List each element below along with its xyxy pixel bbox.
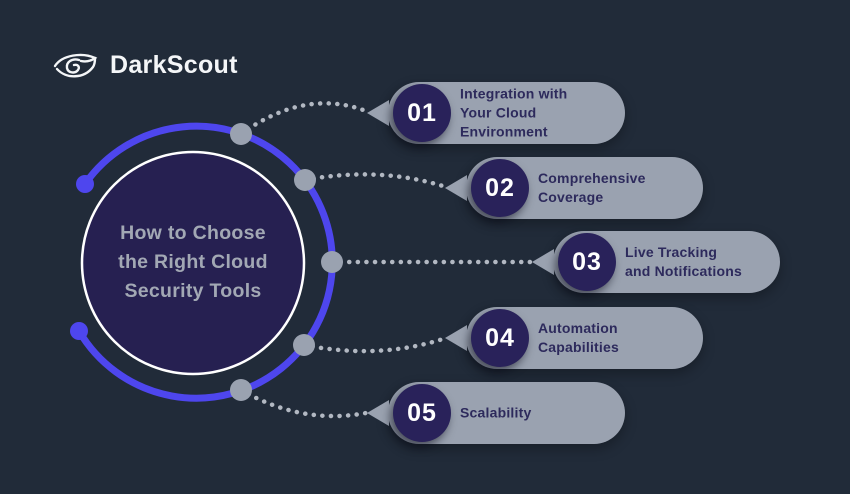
node-dot-5 — [230, 379, 252, 401]
step-label: Live Tracking and Notifications — [625, 244, 742, 279]
pill-tail — [532, 249, 554, 275]
step-number-badge: 02 — [471, 159, 529, 217]
step-pill-1: 01 Integration with Your Cloud Environme… — [367, 82, 625, 144]
connector-4 — [301, 335, 449, 354]
connector-2 — [302, 172, 449, 190]
pill-tail — [445, 175, 467, 201]
step-label: Integration with Your Cloud Environment — [460, 85, 568, 140]
eye-logo-icon — [53, 53, 98, 78]
pill-tail — [367, 400, 389, 426]
node-dot-3 — [321, 251, 343, 273]
node-dot-2 — [294, 169, 316, 191]
step-number-badge: 03 — [558, 233, 616, 291]
logo-text: DarkScout — [110, 50, 238, 79]
logo: DarkScout — [52, 48, 238, 82]
center-circle — [80, 150, 306, 376]
step-pill-2: 02 Comprehensive Coverage — [445, 157, 703, 219]
step-number-badge: 01 — [393, 84, 451, 142]
arc-nodes — [230, 123, 343, 401]
step-label: Scalability — [460, 404, 532, 421]
arc-endpoint-top — [76, 175, 94, 193]
step-label: Automation Capabilities — [538, 320, 619, 355]
step-pill-3: 03 Live Tracking and Notifications — [532, 231, 780, 293]
node-dot-1 — [230, 123, 252, 145]
step-pill-5: 05 Scalability — [367, 382, 625, 444]
center-title: How to Choose the Right Cloud Security T… — [118, 222, 268, 302]
connector-1 — [238, 101, 369, 137]
pill-tail — [367, 100, 389, 126]
step-label: Comprehensive Coverage — [538, 170, 646, 205]
pill-tail — [445, 325, 467, 351]
step-number-badge: 05 — [393, 384, 451, 442]
arc-endpoint-bottom — [70, 322, 88, 340]
step-number-badge: 04 — [471, 309, 529, 367]
step-pill-4: 04 Automation Capabilities — [445, 307, 703, 369]
dotted-connectors — [238, 101, 537, 419]
connector-5 — [238, 387, 369, 419]
node-dot-4 — [293, 334, 315, 356]
